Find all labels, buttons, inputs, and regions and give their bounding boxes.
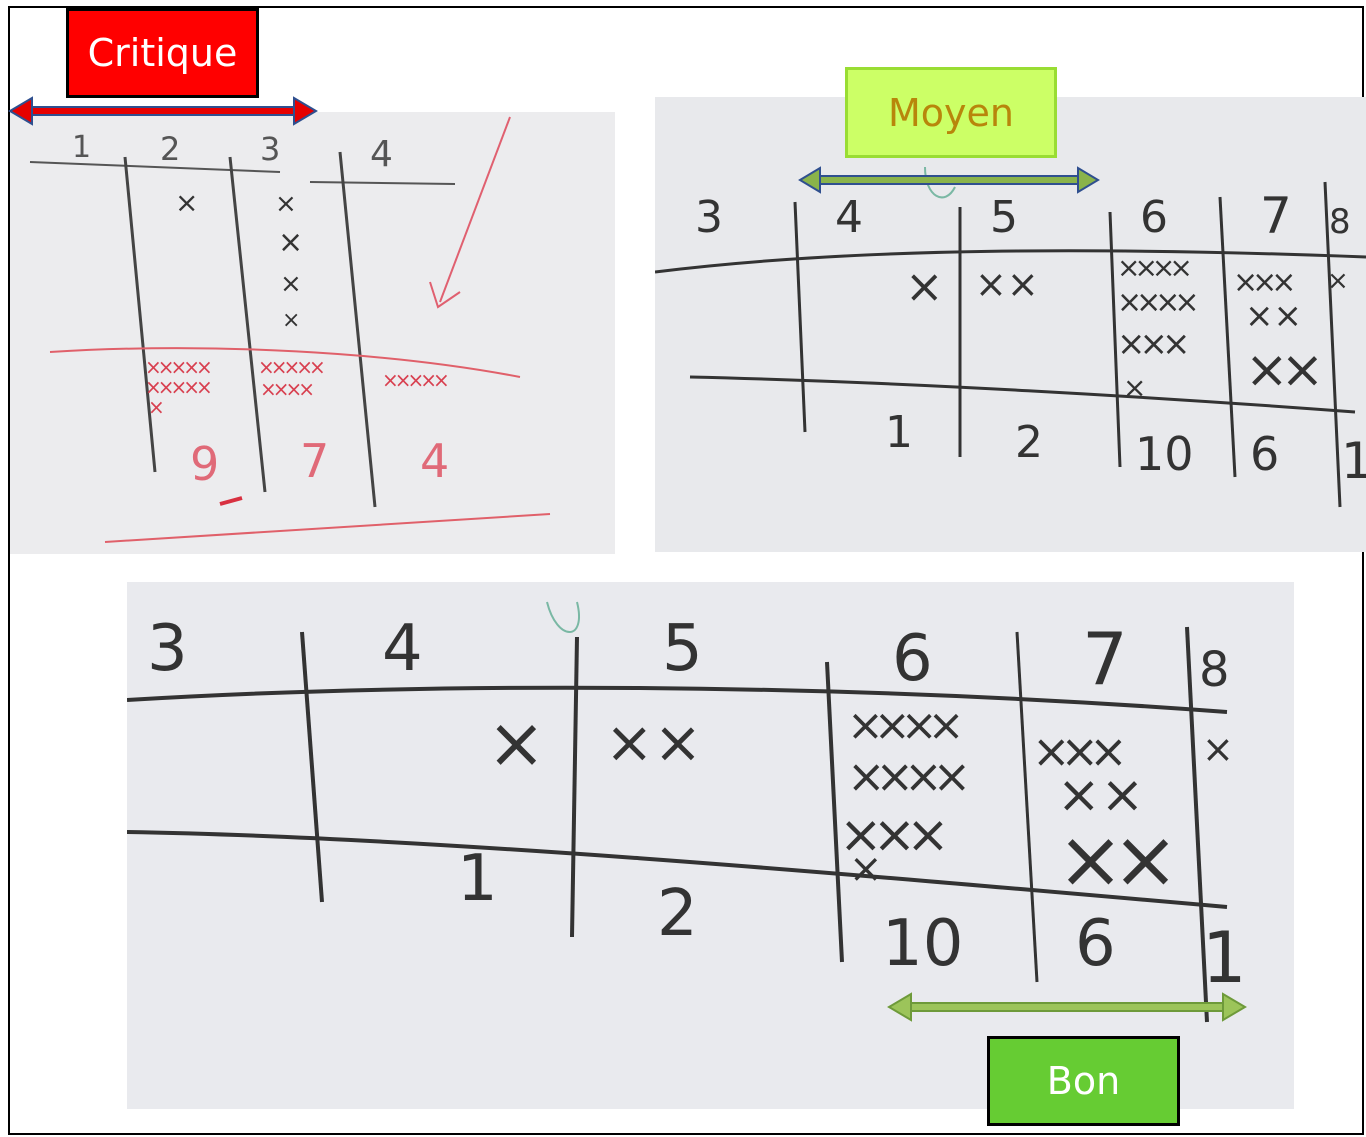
photo-moyen-board: × ×× ×××× ×××× ××× × ××× ×× ×× × 3 4 5 6… <box>655 97 1366 552</box>
column-number-7: 7 <box>1082 617 1128 701</box>
svg-text:×: × <box>175 186 198 219</box>
column-number-4: 4 <box>835 192 863 243</box>
svg-text:×: × <box>487 702 546 784</box>
photo-moyen-drawing: × ×× ×××× ×××× ××× × ××× ×× ×× × <box>655 166 1366 508</box>
column-number-4: 4 <box>370 134 393 175</box>
critique-label: Critique <box>66 8 259 98</box>
svg-text:××: ×× <box>1245 296 1302 336</box>
count-value: 1 <box>1202 917 1247 999</box>
column-number-5: 5 <box>662 612 703 686</box>
count-value: 1 <box>1341 432 1366 490</box>
svg-text:×××: ××× <box>1233 265 1293 300</box>
column-number-6: 6 <box>1140 192 1168 243</box>
column-number-3: 3 <box>695 192 723 243</box>
svg-text:××××: ×××× <box>1117 285 1196 320</box>
svg-text:×××: ××× <box>1032 724 1122 778</box>
count-value: 1 <box>457 842 498 916</box>
critique-label-text: Critique <box>87 31 238 75</box>
column-number-6: 6 <box>892 622 933 696</box>
count-col-4: 4 <box>420 434 450 488</box>
svg-text:×××: ××× <box>839 805 943 865</box>
svg-text:×: × <box>275 189 297 219</box>
photo-critique-drawing: × × × × × ××××× ××××× × ××××× ×××× ××××× <box>29 116 551 543</box>
column-number-4: 4 <box>382 612 423 686</box>
svg-text:××××: ×××× <box>260 377 313 401</box>
column-number-8: 8 <box>1329 202 1351 242</box>
svg-text:×××: ××× <box>1117 324 1186 364</box>
figure-frame <box>8 6 1364 1135</box>
count-value: 2 <box>1015 417 1043 468</box>
svg-text:×: × <box>1327 266 1349 296</box>
moyen-label: Moyen <box>845 67 1057 158</box>
moyen-label-text: Moyen <box>888 90 1014 135</box>
column-number-7: 7 <box>1260 187 1292 245</box>
count-value: 1 <box>885 407 913 458</box>
photo-bon-drawing: × ×× ×××× ×××× ××× × ××× ×× ×× × <box>127 601 1234 1023</box>
svg-text:××××: ×××× <box>1117 251 1189 284</box>
svg-text:×××××: ××××× <box>145 375 211 399</box>
moyen-range-arrow <box>798 166 1100 194</box>
svg-text:×: × <box>849 846 883 892</box>
column-number-8: 8 <box>1199 642 1230 698</box>
bon-label-text: Bon <box>1046 1059 1121 1103</box>
count-col-2: 9 <box>190 437 220 491</box>
count-value: 6 <box>1250 427 1280 481</box>
svg-text:×: × <box>148 395 165 419</box>
bon-label: Bon <box>987 1036 1180 1126</box>
count-col-3: 7 <box>300 434 330 488</box>
svg-text:×: × <box>1123 371 1146 404</box>
svg-text:×××××: ××××× <box>382 368 448 392</box>
count-value: 2 <box>657 877 698 951</box>
column-number-2: 2 <box>160 130 181 168</box>
svg-text:×: × <box>278 225 303 260</box>
count-value: 6 <box>1075 907 1116 981</box>
svg-text:××××: ×××× <box>847 749 966 803</box>
svg-text:×××××: ××××× <box>258 355 324 379</box>
photo-critique-board: × × × × × ××××× ××××× × ××××× ×××× ×××××… <box>10 112 615 554</box>
column-number-3: 3 <box>147 612 188 686</box>
column-number-1: 1 <box>72 130 92 165</box>
svg-text:×: × <box>905 259 944 313</box>
column-number-3: 3 <box>260 130 281 168</box>
svg-text:××: ×× <box>1245 340 1318 400</box>
bon-range-arrow <box>887 992 1247 1022</box>
count-value: 10 <box>1135 427 1194 481</box>
svg-text:××: ×× <box>1057 813 1169 906</box>
svg-text:××××: ×××× <box>847 700 959 751</box>
svg-text:××: ×× <box>605 708 702 776</box>
svg-text:×××××: ××××× <box>145 355 211 379</box>
svg-text:×: × <box>280 269 302 299</box>
column-number-5: 5 <box>990 192 1018 243</box>
count-value: 10 <box>882 907 964 981</box>
critique-range-arrow <box>8 96 318 126</box>
svg-text:×: × <box>282 308 300 333</box>
photo-bon-board: × ×× ×××× ×××× ××× × ××× ×× ×× × 3 4 5 6… <box>127 582 1294 1109</box>
svg-text:××: ×× <box>1057 765 1144 825</box>
svg-text:××: ×× <box>975 262 1039 306</box>
svg-text:×: × <box>1202 727 1234 771</box>
